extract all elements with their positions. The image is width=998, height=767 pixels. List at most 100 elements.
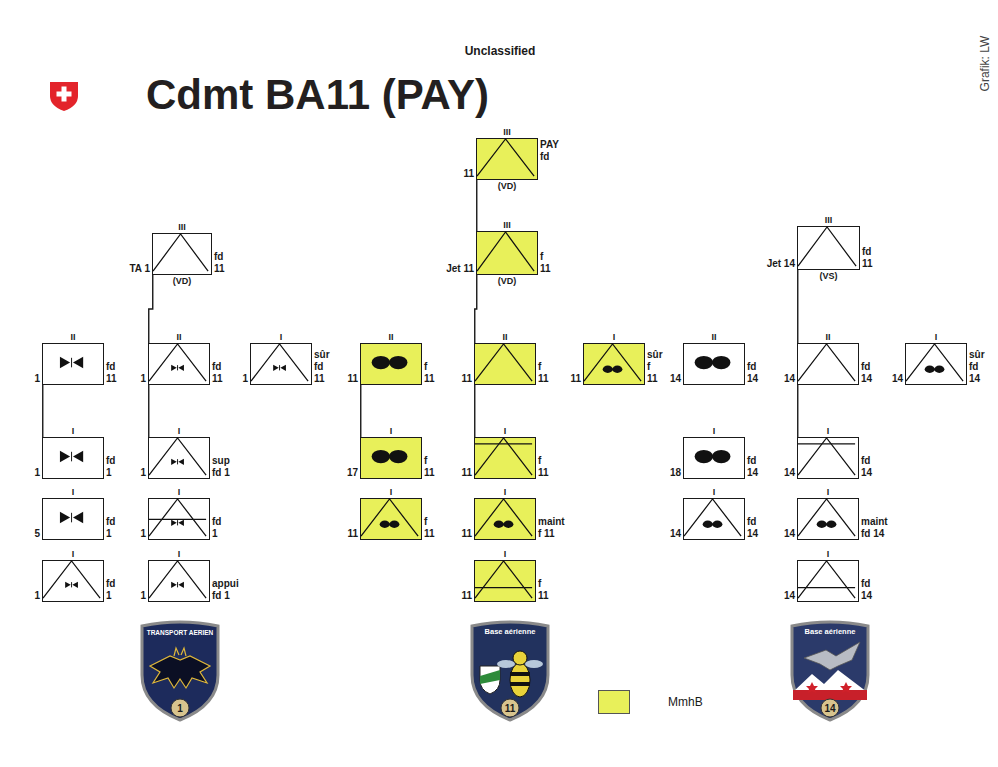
unit-number: 11 <box>347 373 358 384</box>
credit-note: Grafik: LW <box>978 24 993 104</box>
unit-symbol: I14maint fd 14 <box>797 498 859 540</box>
legend-swatch <box>598 690 630 714</box>
location-code: (VD) <box>153 276 211 286</box>
unit-symbol: I14fd 14 <box>683 498 745 540</box>
echelon-mark: I <box>475 426 535 436</box>
unit-symbol-graphic <box>906 344 966 384</box>
unit-number: Jet 14 <box>767 258 795 269</box>
unit-symbol-graphic <box>43 344 103 384</box>
echelon-mark: I <box>149 549 209 559</box>
unit-role: fd 14 <box>861 361 872 385</box>
unit-role: f 11 <box>538 455 549 479</box>
echelon-mark: I <box>798 487 858 497</box>
unit-symbol: I11f 11 <box>474 437 536 479</box>
unit-symbol: II1fd 11 <box>148 343 210 385</box>
unit-number: 18 <box>670 467 681 478</box>
echelon-mark: I <box>798 549 858 559</box>
unit-role: appui fd 1 <box>212 578 239 602</box>
unit-symbol: I1fd 1 <box>42 437 104 479</box>
echelon-mark: III <box>153 222 211 232</box>
unit-symbol-graphic <box>153 234 211 274</box>
unit-symbol-graphic <box>798 561 858 601</box>
emblem-number: 14 <box>820 702 840 715</box>
unit-symbol-graphic <box>361 344 421 384</box>
unit-role: PAY fd <box>540 139 559 163</box>
echelon-mark: I <box>684 426 744 436</box>
echelon-mark: II <box>361 332 421 342</box>
unit-role: fd 14 <box>747 516 758 540</box>
hierarchy-line <box>475 275 477 343</box>
unit-number: 11 <box>570 373 581 384</box>
emblem-number: 1 <box>170 702 190 715</box>
hierarchy-line <box>797 270 798 343</box>
unit-symbol-graphic <box>361 499 421 539</box>
unit-role: maint fd 14 <box>861 516 888 540</box>
location-code: (VD) <box>477 181 537 191</box>
unit-symbol: I14fd 14 <box>797 437 859 479</box>
unit-symbol: I1fd 1 <box>42 560 104 602</box>
echelon-mark: I <box>906 332 966 342</box>
unit-role: fd 1 <box>106 578 115 602</box>
emblem-text: TRANSPORT AERIEN <box>140 628 220 638</box>
unit-symbol: IIITA 1fd 11(VD) <box>152 233 212 275</box>
unit-role: fd 1 <box>106 455 115 479</box>
unit-role: f 11 <box>538 361 549 385</box>
unit-symbol: II11f 11 <box>474 343 536 385</box>
echelon-mark: II <box>798 332 858 342</box>
unit-symbol-graphic <box>149 499 209 539</box>
unit-symbol-graphic <box>584 344 644 384</box>
echelon-mark: II <box>475 332 535 342</box>
unit-symbol: I11f 11 <box>474 560 536 602</box>
unit-symbol-graphic <box>475 438 535 478</box>
echelon-mark: II <box>43 332 103 342</box>
hierarchy-line <box>42 385 43 437</box>
unit-symbol-graphic <box>477 232 537 274</box>
echelon-mark: I <box>475 487 535 497</box>
unit-role: f 11 <box>424 455 435 479</box>
hierarchy-line <box>797 385 798 437</box>
unit-role: fd 14 <box>747 455 758 479</box>
unit-number: 14 <box>892 373 903 384</box>
unit-symbol-graphic <box>43 438 103 478</box>
unit-number: 14 <box>784 467 795 478</box>
unit-symbol: I1appui fd 1 <box>148 560 210 602</box>
unit-number: 5 <box>34 528 40 539</box>
unit-role: fd 11 <box>212 361 223 385</box>
hierarchy-line <box>148 385 149 437</box>
unit-symbol-graphic <box>684 344 744 384</box>
echelon-mark: I <box>251 332 311 342</box>
unit-symbol: I1sûr fd 11 <box>250 343 312 385</box>
emblem-transport <box>142 622 218 720</box>
unit-number: 14 <box>784 373 795 384</box>
unit-role: fd 11 <box>106 361 117 385</box>
unit-number: 1 <box>140 373 146 384</box>
unit-symbol: I11maint f 11 <box>474 498 536 540</box>
unit-symbol: I11sûr f 11 <box>583 343 645 385</box>
unit-symbol-graphic <box>43 561 103 601</box>
echelon-mark: I <box>798 426 858 436</box>
unit-role: sup fd 1 <box>212 455 230 479</box>
unit-number: 11 <box>347 528 358 539</box>
unit-number: 14 <box>784 528 795 539</box>
echelon-mark: I <box>584 332 644 342</box>
unit-number: 14 <box>784 590 795 601</box>
hierarchy-line <box>474 385 475 437</box>
unit-symbol-graphic <box>798 499 858 539</box>
unit-number: 17 <box>347 467 358 478</box>
hierarchy-line <box>476 180 477 231</box>
unit-role: f 11 <box>424 516 435 540</box>
unit-role: fd 11 <box>862 246 873 270</box>
unit-symbol-graphic <box>149 344 209 384</box>
unit-symbol-graphic <box>149 438 209 478</box>
unit-symbol-graphic <box>43 499 103 539</box>
unit-role: f 11 <box>424 361 435 385</box>
unit-number: 1 <box>34 590 40 601</box>
unit-number: 1 <box>140 467 146 478</box>
unit-role: fd 1 <box>212 516 221 540</box>
echelon-mark: I <box>43 549 103 559</box>
unit-symbol: II1fd 11 <box>42 343 104 385</box>
unit-symbol: III11PAY fd(VD) <box>476 138 538 180</box>
unit-number: TA 1 <box>129 263 150 274</box>
echelon-mark: III <box>477 220 537 230</box>
unit-role: f 11 <box>540 251 551 275</box>
